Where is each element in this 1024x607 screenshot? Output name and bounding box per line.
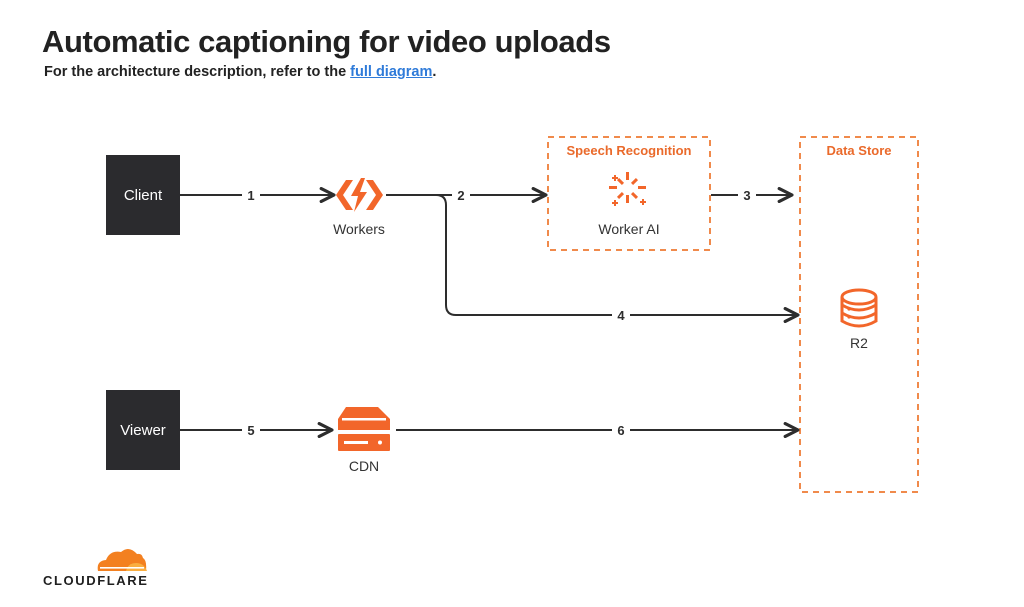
edge-3-label-bg [738,186,756,204]
worker-ai-label: Worker AI [598,221,659,237]
viewer-node: Viewer [106,390,180,470]
edge-3-label: 3 [743,188,750,203]
cloud-icon [97,548,147,571]
edge-2-label: 2 [457,188,464,203]
group-speech-recognition: Speech Recognition [547,136,711,251]
speech-recognition-border [547,136,711,251]
edges: 1 2 3 4 5 6 [180,186,800,439]
r2-label: R2 [850,335,868,351]
page-subtitle: For the architecture description, refer … [44,64,436,80]
data-store-title-bg [816,143,902,159]
full-diagram-link[interactable]: full diagram [350,64,433,80]
r2-node: R2 [840,288,878,351]
edge-4-label-bg [612,306,630,324]
cdn-node: CDN [338,407,390,474]
cloudflare-logo: CLOUDFLARE [43,548,149,588]
cloudflare-wordmark: CLOUDFLARE [43,573,149,588]
edge-6-label-bg [612,421,630,439]
subtitle-text: For the architecture description, refer … [44,64,351,80]
viewer-label: Viewer [120,422,166,439]
page-title: Automatic captioning for video uploads [42,24,611,59]
workers-node: Workers [333,178,385,237]
database-icon [840,288,878,328]
workers-label: Workers [333,221,385,237]
edge-1-label: 1 [247,188,254,203]
edge-1-label-bg [242,186,260,204]
speech-recognition-title: Speech Recognition [567,143,692,158]
worker-ai-node: Worker AI [598,172,660,237]
cdn-label: CDN [349,458,379,474]
edge-5-label-bg [242,421,260,439]
client-node: Client [106,155,180,235]
viewer-box [106,390,180,470]
edge-2-label-bg [452,186,470,204]
group-data-store: Data Store [799,136,919,493]
edge-4-label: 4 [617,308,625,323]
subtitle-period: . [432,64,437,80]
data-store-border [799,136,919,493]
client-label: Client [124,187,163,204]
workers-icon [336,178,383,212]
client-box [106,155,180,235]
ai-sparkle-icon [609,172,646,206]
edge-6-label: 6 [617,423,624,438]
server-stack-icon [338,407,390,451]
edge-4 [435,194,800,323]
speech-recognition-title-bg [562,143,696,159]
edge-5-label: 5 [247,423,254,438]
data-store-title: Data Store [826,143,891,158]
